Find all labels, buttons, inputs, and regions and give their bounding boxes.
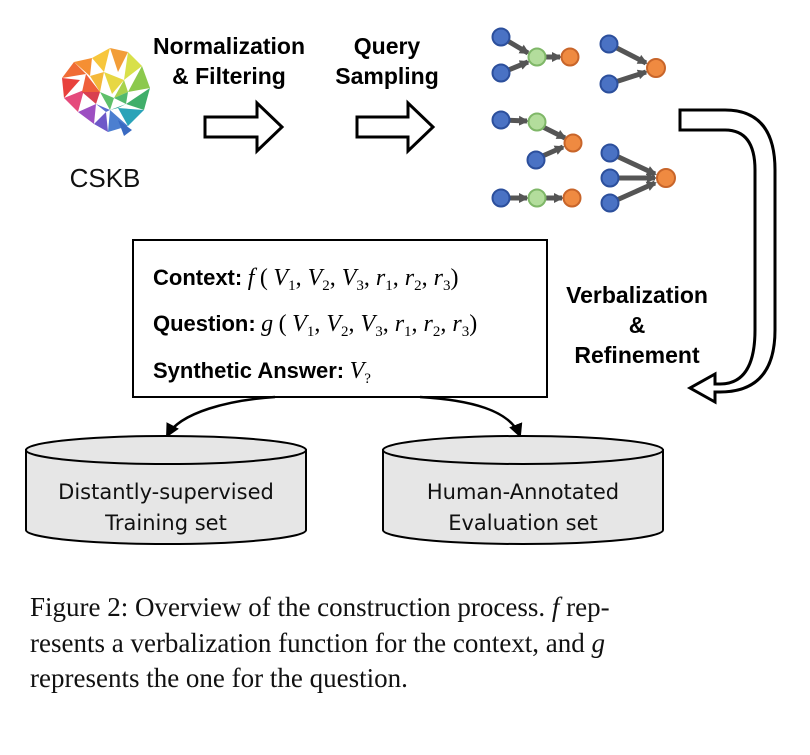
- context-arg-sep: ,: [296, 265, 308, 291]
- cskb-label: CSKB: [70, 163, 141, 193]
- blue-node: [526, 150, 546, 170]
- query-graph-2: [599, 34, 666, 94]
- question-arg-sub: 3: [462, 324, 470, 340]
- arrow-to-training-set: [165, 395, 276, 438]
- question-arg-sub: 1: [404, 324, 412, 340]
- caption-line-1: Figure 2: Overview of the construction p…: [30, 590, 780, 626]
- question-arg-sep: ,: [349, 311, 361, 337]
- evaluation-set-label-line2: Evaluation set: [448, 511, 598, 535]
- step-verbalization-label: Verbalization: [566, 282, 708, 308]
- context-label: Context:: [153, 265, 242, 290]
- question-arg: r: [395, 311, 405, 337]
- evaluation-set-label-line1: Human-Annotated: [427, 480, 619, 504]
- training-set-label-line2: Training set: [104, 511, 227, 535]
- orange-node: [560, 47, 580, 67]
- blue-node: [491, 110, 511, 130]
- caption-f-symbol: f: [551, 592, 560, 622]
- construction-diagram: CSKB Normalization & Filtering Query Sam…: [25, 27, 777, 545]
- question-arg: r: [452, 311, 462, 337]
- blue-node: [600, 168, 620, 188]
- context-arg: r: [405, 265, 415, 291]
- orange-node: [656, 168, 676, 188]
- arrow-to-evaluation-set: [419, 395, 523, 438]
- question-arg-sep: ,: [412, 311, 424, 337]
- query-graph-5: [491, 188, 582, 208]
- question-arg-sub: 2: [341, 324, 349, 340]
- context-arg-sub: 3: [443, 278, 451, 294]
- u-turn-arrow: [678, 108, 777, 405]
- context-arg: V: [308, 265, 325, 291]
- question-arg: V: [326, 311, 343, 337]
- question-arg-sep: ,: [314, 311, 326, 337]
- orange-node: [563, 133, 583, 153]
- caption-g-symbol: g: [591, 627, 606, 658]
- blue-node: [600, 143, 620, 163]
- orange-node: [562, 188, 582, 208]
- step-normalization-label: Normalization: [153, 33, 305, 59]
- blue-node: [491, 63, 511, 83]
- question-arg-sub: 1: [307, 324, 315, 340]
- query-graph-4: [600, 143, 676, 213]
- blue-node: [491, 188, 511, 208]
- blue-node: [600, 193, 620, 213]
- orange-node: [646, 58, 666, 78]
- training-set-label-line1: Distantly-supervised: [58, 480, 274, 504]
- blue-node: [599, 34, 619, 54]
- training-set-cylinder: [25, 435, 307, 545]
- blue-node: [599, 74, 619, 94]
- blue-node: [491, 27, 511, 47]
- context-line: Context: f ( V1, V2, V3, r1, r2, r3): [153, 265, 458, 294]
- question-label: Question:: [153, 311, 256, 336]
- caption-text: rep-: [559, 592, 610, 622]
- query-graph-1: [491, 27, 580, 83]
- question-arg: r: [424, 311, 434, 337]
- context-arg: V: [342, 265, 359, 291]
- question-function: g: [261, 311, 273, 337]
- query-graph-3: [491, 110, 583, 170]
- question-arg: V: [361, 311, 378, 337]
- block-arrow-sampling: [355, 99, 436, 155]
- caption-text: Figure 2: Overview of the construction p…: [30, 592, 552, 622]
- step-query-label: Query: [354, 33, 421, 59]
- context-arg-sub: 3: [356, 278, 364, 294]
- brain-icon: [62, 48, 150, 136]
- context-function: f: [248, 265, 258, 291]
- answer-variable: V: [350, 358, 367, 384]
- context-arg: r: [376, 265, 386, 291]
- context-arg-sep: ,: [330, 265, 342, 291]
- question-arg-sub: 3: [375, 324, 383, 340]
- question-arg: V: [292, 311, 309, 337]
- caption-line-3: represents the one for the question.: [30, 663, 408, 694]
- step-refinement-label: Refinement: [574, 342, 700, 368]
- evaluation-set-cylinder: [382, 435, 664, 545]
- step-ampersand-label: &: [629, 312, 646, 338]
- context-arg-sub: 1: [288, 278, 296, 294]
- context-arg-sep: ,: [422, 265, 434, 291]
- query-box: [132, 239, 548, 398]
- question-arg-sep: ,: [440, 311, 452, 337]
- figure-caption: Figure 2: Overview of the construction p…: [30, 590, 780, 697]
- green-node: [527, 112, 547, 132]
- step-filtering-label: & Filtering: [172, 63, 286, 89]
- context-arg-sub: 1: [385, 278, 393, 294]
- block-arrow-normalization: [203, 99, 285, 155]
- green-node: [527, 188, 547, 208]
- context-arg-sub: 2: [414, 278, 422, 294]
- question-arg-sep: ,: [383, 311, 395, 337]
- context-arg: r: [434, 265, 444, 291]
- step-sampling-label: Sampling: [335, 63, 439, 89]
- green-node: [527, 47, 547, 67]
- context-arg: V: [273, 265, 290, 291]
- answer-variable-sub: ?: [364, 371, 371, 387]
- context-arg-sep: ,: [364, 265, 376, 291]
- question-line: Question: g ( V1, V2, V3, r1, r2, r3): [153, 311, 477, 340]
- context-arg-sub: 2: [322, 278, 330, 294]
- caption-text: resents a verbalization function for the…: [30, 627, 592, 658]
- context-arg-sep: ,: [393, 265, 405, 291]
- answer-label: Synthetic Answer:: [153, 358, 344, 383]
- question-arg-sub: 2: [433, 324, 441, 340]
- answer-line: Synthetic Answer: V?: [153, 358, 371, 387]
- caption-line-2: resents a verbalization function for the…: [30, 626, 780, 662]
